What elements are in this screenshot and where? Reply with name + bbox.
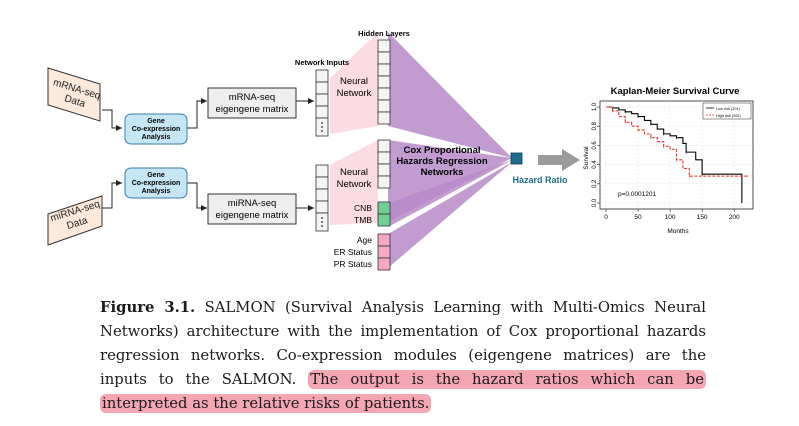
purple-fan-top bbox=[388, 32, 512, 158]
km-ytick-label: 0.8 bbox=[592, 121, 598, 130]
neural-network-bottom-line1: Neural bbox=[340, 167, 368, 178]
clinical-green-nodes bbox=[377, 201, 391, 227]
km-ytick-label: 0.2 bbox=[592, 179, 598, 188]
input-column-bottom-ellipsis bbox=[321, 217, 323, 227]
pink-fan-top bbox=[330, 32, 378, 134]
mrna-eigengene-line1: mRNA-seq bbox=[229, 92, 275, 103]
mirna-eigengene-matrix-box: miRNA-seq eigengene matrix bbox=[207, 193, 297, 225]
cox-label-line3: Networks bbox=[421, 167, 464, 178]
mrna-eigengene-matrix-box: mRNA-seq eigengene matrix bbox=[207, 87, 297, 119]
coexpr-top-line3: Analysis bbox=[142, 134, 171, 141]
km-ticks: 0 50 100 150 200 0.0 0.2 0.4 0.6 0.8 1.0 bbox=[592, 102, 740, 221]
clinical-pink-nodes bbox=[377, 233, 391, 271]
neural-network-top-line1: Neural bbox=[340, 76, 368, 87]
neural-network-bottom-line2: Network bbox=[337, 179, 372, 190]
mrna-eigengene-line2: eigengene matrix bbox=[216, 104, 289, 115]
coexpr-bottom-line2: Co-expression bbox=[132, 180, 181, 187]
km-ytick-label: 0.0 bbox=[592, 198, 598, 207]
coexpression-analysis-bottom: Gene Co-expression Analysis bbox=[124, 167, 188, 199]
hidden-column-top bbox=[377, 39, 391, 125]
km-series-high-risk bbox=[606, 106, 747, 177]
km-title: Kaplan-Meier Survival Curve bbox=[611, 86, 740, 97]
mirna-seq-data-node: miRNA-seq Data bbox=[47, 195, 103, 246]
purple-fan-age bbox=[388, 162, 512, 268]
salmon-architecture-figure: mRNA-seq Data miRNA-seq Data Gene Co-exp… bbox=[47, 29, 754, 271]
mirna-eigengene-line1: miRNA-seq bbox=[228, 198, 277, 209]
hazard-ratio-node bbox=[510, 152, 523, 165]
coexpr-top-line2: Co-expression bbox=[132, 126, 181, 133]
mirna-eigengene-line2: eigengene matrix bbox=[216, 210, 289, 221]
hazard-ratio-label: Hazard Ratio bbox=[512, 175, 568, 185]
km-pvalue: p=0.0001201 bbox=[618, 191, 657, 198]
km-series bbox=[606, 106, 748, 203]
output-arrow-icon bbox=[538, 149, 580, 171]
mrna-seq-data-node: mRNA-seq Data bbox=[47, 67, 102, 122]
clinical-label-age: Age bbox=[357, 235, 372, 245]
input-column-top bbox=[315, 69, 329, 137]
hidden-layers-label: Hidden Layers bbox=[358, 29, 410, 38]
km-xlabel: Months bbox=[667, 228, 689, 235]
coexpression-analysis-top: Gene Co-expression Analysis bbox=[124, 113, 188, 145]
km-xtick-label: 150 bbox=[697, 214, 708, 221]
km-xtick-label: 200 bbox=[729, 214, 740, 221]
network-inputs-label: Network Inputs bbox=[295, 58, 349, 67]
clinical-label-er-status: ER Status bbox=[334, 247, 372, 257]
cox-label-line1: Cox Proportional bbox=[403, 145, 480, 156]
coexpr-bottom-line3: Analysis bbox=[142, 188, 171, 195]
km-xtick-label: 100 bbox=[665, 214, 676, 221]
clinical-label-tmb: TMB bbox=[354, 215, 372, 225]
clinical-label-cnb: CNB bbox=[354, 203, 372, 213]
km-legend-high: High risk (202) bbox=[716, 114, 741, 118]
km-legend-low: Low risk (201) bbox=[716, 107, 741, 111]
km-grid bbox=[600, 101, 753, 209]
cox-label-line2: Hazards Regression bbox=[396, 156, 488, 167]
km-ylabel: Survival bbox=[583, 146, 590, 170]
coexpr-bottom-line1: Gene bbox=[147, 172, 165, 179]
km-ytick-label: 1.0 bbox=[592, 102, 598, 111]
purple-fan-clinical bbox=[388, 160, 512, 227]
connection-fans bbox=[330, 32, 512, 268]
km-xtick-label: 50 bbox=[634, 214, 642, 221]
input-column-top-ellipsis bbox=[321, 122, 323, 132]
km-chart: Kaplan-Meier Survival Curve 0 50 100 150 200… bbox=[583, 86, 754, 235]
pink-fan-bottom bbox=[330, 140, 378, 225]
caption-label: Figure 3.1. bbox=[100, 299, 196, 316]
clinical-label-pr-status: PR Status bbox=[334, 259, 372, 269]
hidden-column-bottom bbox=[377, 139, 391, 189]
km-xtick-label: 0 bbox=[604, 214, 608, 221]
figure-caption: Figure 3.1. SALMON (Survival Analysis Le… bbox=[100, 296, 706, 416]
km-ytick-label: 0.4 bbox=[592, 160, 598, 169]
input-arrows bbox=[102, 98, 314, 211]
neural-network-top-line2: Network bbox=[337, 88, 372, 99]
caption-text: SALMON (Survival Analysis Learning with … bbox=[100, 299, 706, 388]
km-ytick-label: 0.6 bbox=[592, 141, 598, 150]
coexpr-top-line1: Gene bbox=[147, 118, 165, 125]
km-legend: Low risk (201) High risk (202) bbox=[702, 102, 752, 120]
